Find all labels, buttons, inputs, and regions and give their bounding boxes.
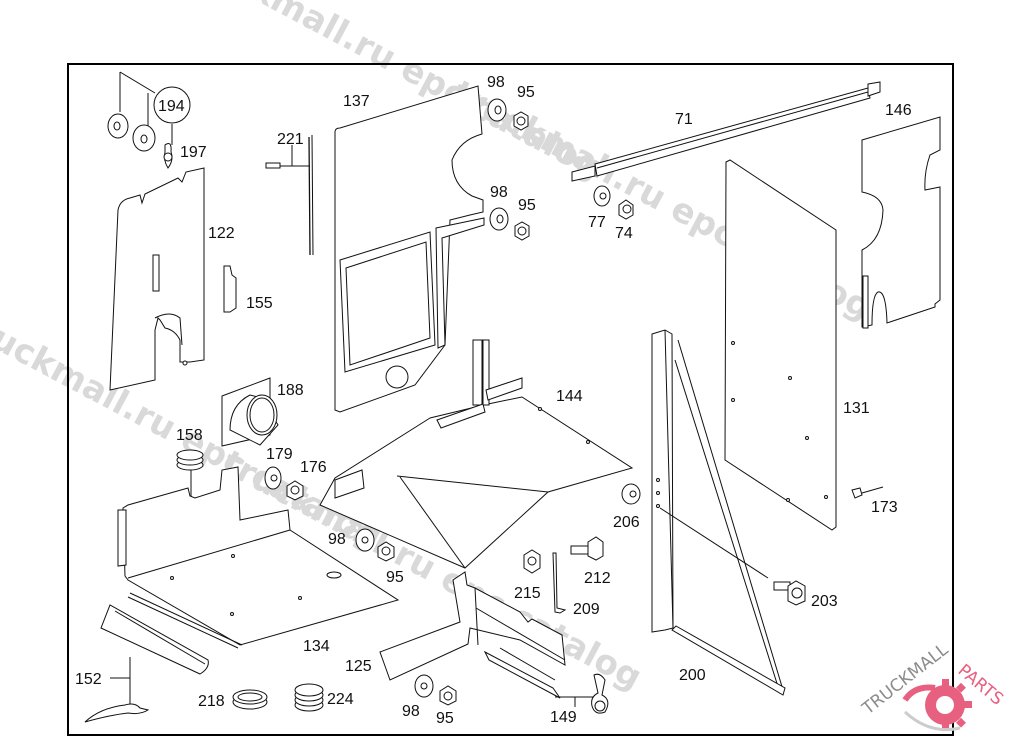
part-144-tray[interactable] (319, 339, 634, 569)
part-74-nut[interactable] (618, 199, 634, 220)
callout-98-bottom[interactable]: 98 (402, 703, 420, 720)
part-95-nut-middle[interactable] (514, 221, 530, 241)
callout-224[interactable]: 224 (327, 691, 354, 708)
diagram-frame (67, 63, 954, 736)
callout-206[interactable]: 206 (613, 514, 640, 531)
part-149-seal[interactable] (555, 673, 609, 714)
callout-212[interactable]: 212 (584, 570, 611, 587)
callout-176[interactable]: 176 (300, 459, 327, 476)
part-98-washer-lower[interactable] (355, 528, 375, 552)
callout-221[interactable]: 221 (277, 131, 304, 148)
part-77-washer[interactable] (593, 185, 611, 207)
part-224-grommet[interactable] (294, 683, 324, 712)
callout-circle (153, 86, 191, 124)
part-209-strap[interactable] (552, 552, 567, 614)
part-155-bracket[interactable] (223, 265, 237, 313)
callout-98-lower[interactable]: 98 (328, 531, 346, 548)
callout-146[interactable]: 146 (885, 102, 912, 119)
callout-98-middle[interactable]: 98 (490, 184, 508, 201)
truckmallparts-logo: TRUCKMALL PARTS (858, 640, 1007, 732)
callout-155[interactable]: 155 (246, 295, 273, 312)
callout-173[interactable]: 173 (871, 499, 898, 516)
part-197-wing-nut[interactable] (163, 143, 173, 169)
part-212-bolt[interactable] (570, 536, 604, 561)
part-200-frame[interactable] (651, 329, 786, 696)
part-98-washer-bottom[interactable] (414, 674, 434, 698)
callout-203[interactable]: 203 (811, 593, 838, 610)
part-122-panel[interactable] (109, 167, 205, 391)
part-98-washer-upper[interactable] (487, 98, 507, 122)
callout-158[interactable]: 158 (176, 427, 203, 444)
part-188-duct[interactable] (221, 377, 279, 447)
part-95-nut-bottom[interactable] (439, 685, 457, 706)
callout-95-bottom[interactable]: 95 (436, 710, 454, 727)
callout-215[interactable]: 215 (514, 585, 541, 602)
callout-144[interactable]: 144 (556, 388, 583, 405)
callout-149[interactable]: 149 (550, 709, 577, 726)
part-179-washer[interactable] (264, 466, 282, 490)
part-95-nut-upper[interactable] (513, 111, 529, 131)
callout-197[interactable]: 197 (180, 144, 207, 161)
part-221-rod[interactable] (265, 134, 314, 256)
callout-218[interactable]: 218 (198, 693, 225, 710)
part-125-bracket[interactable] (379, 571, 566, 699)
part-95-nut-lower[interactable] (377, 541, 395, 562)
callout-74[interactable]: 74 (615, 225, 633, 242)
callout-137[interactable]: 137 (343, 93, 370, 110)
callout-134[interactable]: 134 (303, 638, 330, 655)
part-215-nut[interactable] (523, 549, 541, 574)
callout-95-lower[interactable]: 95 (386, 569, 404, 586)
callout-152[interactable]: 152 (75, 671, 102, 688)
part-131-panel[interactable] (724, 159, 837, 531)
callout-95-upper[interactable]: 95 (517, 84, 535, 101)
part-146-panel[interactable] (861, 116, 941, 329)
part-194-washers[interactable] (107, 71, 191, 152)
part-98-washer-middle[interactable] (489, 207, 509, 231)
gear-icon (902, 679, 972, 732)
part-173-clip[interactable] (851, 486, 884, 499)
callout-131[interactable]: 131 (843, 400, 870, 417)
callout-179[interactable]: 179 (266, 446, 293, 463)
callout-98-upper[interactable]: 98 (487, 74, 505, 91)
part-203-bolt[interactable] (773, 580, 806, 606)
part-137-panel[interactable] (334, 85, 485, 413)
callout-194[interactable]: 194 (158, 98, 185, 115)
part-176-nut[interactable] (286, 480, 304, 501)
part-71-rail[interactable] (571, 81, 881, 182)
part-152-trim-strip[interactable] (84, 592, 243, 723)
part-206-spacer[interactable] (621, 483, 641, 505)
callout-125[interactable]: 125 (345, 658, 372, 675)
part-218-plug[interactable] (232, 689, 268, 710)
callout-77[interactable]: 77 (588, 214, 606, 231)
callout-122[interactable]: 122 (208, 225, 235, 242)
callout-200[interactable]: 200 (679, 667, 706, 684)
callout-188[interactable]: 188 (277, 382, 304, 399)
callout-95-middle[interactable]: 95 (518, 197, 536, 214)
callout-209[interactable]: 209 (573, 601, 600, 618)
part-134-floor[interactable] (117, 466, 400, 646)
callout-71[interactable]: 71 (675, 111, 693, 128)
